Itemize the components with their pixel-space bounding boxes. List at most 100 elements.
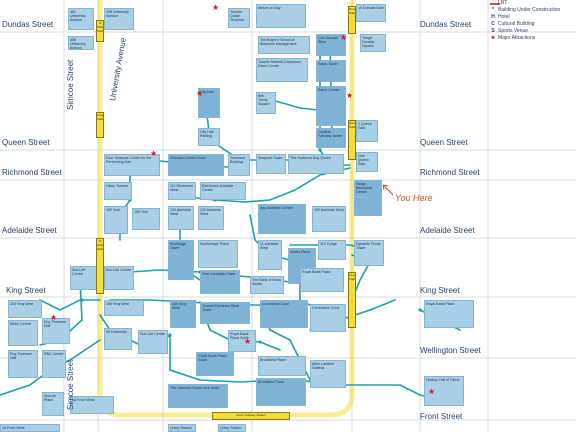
building-commerce-court[interactable]: Commerce Court — [260, 300, 308, 328]
building-bay-adelaide[interactable]: Bay Adelaide Centre — [258, 204, 306, 234]
building-front-bottom-1[interactable]: Union Station Bus Terminal — [168, 424, 196, 432]
street-label-front: Front Street — [420, 412, 463, 421]
building-richmond-adelaide[interactable]: Richmond-Adelaide Centre — [200, 182, 246, 200]
building-royal-bank-plaza[interactable]: Royal Bank Plaza South — [196, 352, 234, 376]
building-sun-life[interactable]: Sun Life Centre — [70, 266, 98, 290]
building-simpson-tower[interactable]: Simpson Tower — [256, 154, 286, 174]
street-label-queen-right: Queen Street — [420, 138, 468, 147]
building-first-canadian[interactable]: First Canadian Place — [200, 270, 240, 294]
station-queen[interactable]: Queen Station — [348, 120, 356, 160]
street-label-richmond-left: Richmond Street — [2, 168, 62, 177]
building-front-bottom-3[interactable]: 18 Front West — [0, 424, 60, 432]
building-hsbc[interactable]: Sun Life Centre — [138, 330, 168, 354]
building-130-adelaide[interactable]: 130 Adelaide West — [168, 206, 194, 230]
building-brookfield[interactable]: Brookfield Place — [256, 378, 306, 406]
building-sun-life-centre[interactable]: Sun Life Centre — [104, 266, 134, 290]
building-simcoe-place[interactable]: Simcoe Place — [42, 392, 64, 416]
sports-icon: S — [491, 28, 495, 34]
building-one-dundas[interactable]: One Dundas West — [316, 34, 346, 56]
building-royal-bank-north[interactable]: Royal Bank Plaza — [300, 268, 344, 292]
attraction-star-icon: ★ — [346, 91, 354, 100]
station-union[interactable]: Union Subway Station — [212, 412, 290, 420]
building-ted-rogers[interactable]: Ted Rogers School of Business Management — [258, 36, 310, 54]
building-wellington-tower[interactable]: Brookfield Place — [258, 356, 306, 376]
street-label-adelaide-right: Adelaide Street — [420, 226, 475, 235]
building-11-adelaide[interactable]: 11 Adelaide West — [258, 240, 282, 270]
building-front-bottom-2[interactable]: Union Station Bus Terminal — [218, 424, 246, 432]
building-111-richmond[interactable]: 111 Richmond West — [168, 182, 196, 200]
building-10-dundas-east[interactable]: 10 Dundas East — [356, 4, 386, 22]
building-cadillac-fairview[interactable]: Cadillac Fairview Tower — [316, 128, 346, 148]
building-marriott[interactable]: Toronto Marriott Downtown Eaton Centre — [256, 58, 308, 82]
building-100-king[interactable]: 100 King West — [104, 300, 144, 316]
construction-icon: * — [492, 7, 494, 13]
building-toronto-coach[interactable]: Toronto Coach Terminal — [228, 8, 250, 28]
building-four-seasons[interactable]: Four Seasons Centre for the Performing A… — [104, 154, 160, 176]
building-rbc-centre[interactable]: RBC Centre — [42, 350, 66, 378]
building-bell-trinity[interactable]: Bell Trinity Square — [256, 92, 276, 114]
building-55-university[interactable]: 55 University — [104, 328, 132, 350]
building-city-hall[interactable]: City Hall — [198, 88, 220, 118]
building-king-street-west[interactable]: 100 King West — [170, 300, 196, 328]
building-120-adelaide[interactable]: 120 Adelaide West — [198, 206, 224, 230]
building-td-bank-tower[interactable]: Toronto Dominion Bank Tower — [200, 302, 250, 324]
building-436-university[interactable]: 436 University Avenue — [68, 36, 94, 50]
station-st-andrew[interactable]: St Andrew Station — [96, 238, 104, 294]
street-label-richmond-right: Richmond Street — [420, 168, 480, 177]
building-northbridge[interactable]: Northbridge Place — [198, 240, 238, 268]
attraction-star-icon: ★ — [244, 337, 252, 346]
building-atrium-on-bay[interactable]: Atrium on Bay — [256, 4, 306, 28]
building-150-york[interactable]: 150 York — [132, 208, 160, 230]
building-exchange-tower[interactable]: Exchange Tower — [168, 240, 194, 280]
building-allen-lambert[interactable]: Allen Lambert Galleria — [310, 360, 346, 388]
building-18-front[interactable]: 18 Front West — [70, 396, 114, 414]
station-dundas[interactable]: Dundas Station — [348, 6, 356, 34]
building-eaton-tower[interactable]: Eaton Tower — [316, 60, 346, 82]
street-label-adelaide-left: Adelaide Street — [2, 226, 57, 235]
street-label-wellington: Wellington Street — [420, 346, 481, 355]
building-eaton-centre[interactable]: Eaton Centre — [316, 86, 346, 126]
building-king-east-block[interactable]: Royal Bank Plaza — [424, 300, 474, 328]
street-label-king-right: King Street — [420, 286, 460, 295]
building-hilton[interactable]: Hilton Toronto — [104, 182, 132, 200]
building-one-queen-east[interactable]: One Queen East — [356, 152, 378, 172]
attraction-star-icon: ★ — [340, 33, 348, 42]
building-150-york-west[interactable]: 150 York — [104, 206, 128, 234]
attraction-star-icon: ★ — [150, 149, 158, 158]
building-bank-nova-scotia[interactable]: The Bank of Nova Scotia — [250, 276, 284, 294]
building-yonge-adelaide-block[interactable]: 100 Adelaide West — [312, 206, 346, 232]
building-royal-york[interactable]: The Fairmont Royal York Hotel — [168, 384, 228, 408]
building-2-queen-east[interactable]: 2 Queen East — [356, 120, 378, 142]
station-osgoode[interactable]: Osgoode Station — [96, 112, 104, 138]
building-yonge-dundas-square[interactable]: Yonge-Dundas Square — [360, 34, 386, 52]
attraction-star-icon: ★ — [428, 387, 436, 396]
building-city-hall-parking[interactable]: City Hall Parking — [198, 128, 220, 146]
building-dynamic-funds[interactable]: Dynamic Funds Tower — [354, 240, 384, 266]
street-label-king-left: King Street — [6, 286, 46, 295]
hotel-icon: H — [491, 14, 495, 20]
building-the-roy[interactable]: Roy Thomson Hall — [8, 350, 38, 378]
building-commerce-south[interactable]: Commerce Court — [310, 304, 346, 332]
building-yonge-richmond[interactable]: Yonge Richmond Centre — [354, 180, 382, 216]
station-king[interactable]: King Station — [348, 272, 356, 328]
building-royal-bank-south[interactable]: Royal Bank Plaza South — [228, 330, 256, 352]
legend-lrt: LRT — [498, 0, 508, 6]
building-the-bay-queen[interactable]: The Hudson's Bay Queen — [288, 154, 344, 174]
building-sheraton[interactable]: Sheraton Centre Hotel — [168, 154, 224, 176]
you-here-arrow — [382, 184, 394, 196]
station-st-patrick[interactable]: St Patrick Station — [96, 20, 104, 42]
building-200-king-west[interactable]: 200 King West — [8, 300, 42, 318]
attraction-star-icon: ★ — [212, 3, 220, 12]
building-roy-thomson[interactable]: Roy Thomson Hall — [42, 318, 70, 344]
building-thomson[interactable]: Thomson Building — [228, 154, 250, 176]
building-438-university[interactable]: 438 University Avenue — [104, 8, 134, 30]
attraction-star-icon: ★ — [196, 89, 204, 98]
you-are-here-label: You Here — [395, 193, 433, 203]
building-110-yonge[interactable]: 110 Yonge — [318, 240, 346, 260]
building-metro-centre[interactable]: Metro Centre — [8, 320, 38, 346]
building-481-university[interactable]: 481 University Avenue — [68, 8, 94, 30]
cultural-icon: C — [491, 21, 495, 27]
building-hockey-hall[interactable]: Hockey Hall of Fame — [424, 376, 464, 406]
